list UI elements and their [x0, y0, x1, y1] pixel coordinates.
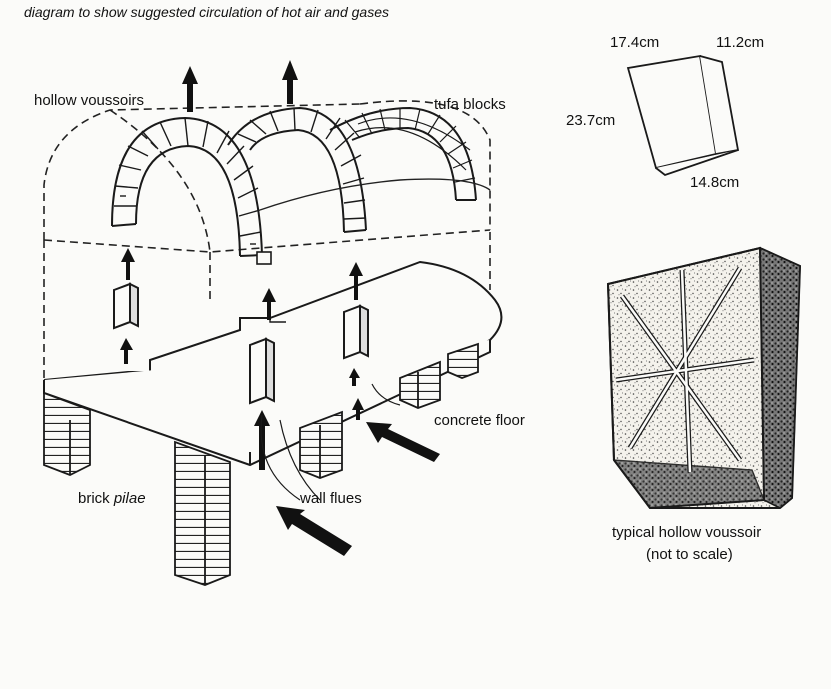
airflow-arrows — [120, 60, 440, 556]
voussoir-caption-line1: typical hollow voussoir — [612, 524, 762, 541]
roof-outline — [43, 100, 491, 380]
voussoir-caption-line2: (not to scale) — [646, 546, 733, 563]
label-hollow-voussoirs: hollow voussoirs — [34, 92, 145, 109]
brick-pilae — [43, 342, 479, 586]
diagram-title: diagram to show suggested circulation of… — [24, 4, 389, 20]
arches — [111, 106, 477, 265]
label-brick-pilae-italic: pilae — [113, 490, 146, 507]
wall-flues — [113, 282, 369, 405]
dimension-bottom: 14.8cm — [690, 174, 740, 191]
label-tufa-blocks: tufa blocks — [434, 96, 506, 113]
label-concrete-floor: concrete floor — [434, 412, 525, 429]
hollow-voussoir-illustration — [606, 246, 802, 510]
dimension-top-right: 11.2cm — [716, 34, 765, 51]
label-brick-pilae: brick pilae — [78, 490, 146, 507]
label-wall-flues: wall flues — [300, 490, 362, 507]
label-brick-pilae-prefix: brick — [78, 490, 114, 507]
dimension-top-left: 17.4cm — [610, 34, 660, 51]
dimension-side: 23.7cm — [566, 112, 616, 129]
voussoir-dimension-drawing — [626, 54, 740, 177]
